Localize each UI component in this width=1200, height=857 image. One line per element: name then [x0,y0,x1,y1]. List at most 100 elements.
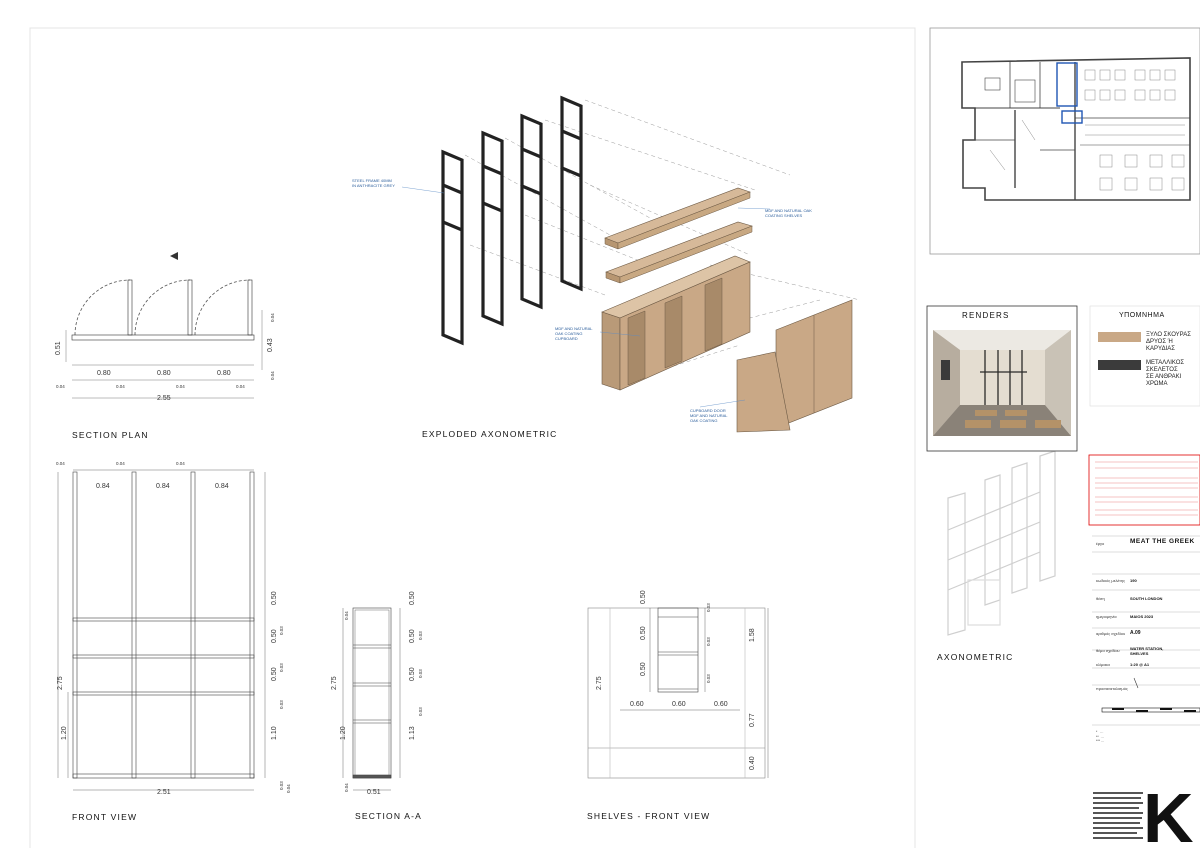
legend-swatch-metal [1098,360,1141,370]
tb-value-2: MAIOS 2023 [1130,614,1154,619]
tb-value-4: WATER STATION, SHELVES [1130,646,1164,656]
sec-w: 0.51 [367,789,381,796]
studio-logo-letter: K [1143,779,1194,857]
sec-r1: 0.50 [409,591,416,605]
sec-s3: 0.03 [418,707,423,716]
main-frame [29,27,916,848]
plan-t2: 0.04 [270,371,275,380]
sec-r4: 1.13 [409,726,416,740]
front-view-label: FRONT VIEW [72,812,138,822]
plan-h2: 0.43 [267,338,274,352]
project-name: MEAT THE GREEK [1130,538,1195,545]
scale-bar [1101,707,1200,713]
front-s2: 0.03 [279,663,284,672]
plan-t1: 0.04 [270,313,275,322]
tb-label-5: κλίμακα [1096,662,1110,667]
shelves-front-drawing [587,607,769,779]
sec-hb: 1.20 [340,726,347,740]
sec-t: 0.04 [344,611,349,620]
exploded-axonometric-drawing [401,95,861,433]
tb-value-5: 1:20 @ A1 [1130,662,1150,667]
front-s3: 0.03 [279,700,284,709]
front-w1: 0.84 [96,483,110,490]
sec-s2: 0.03 [418,669,423,678]
front-w3: 0.84 [215,483,229,490]
front-view-drawing [57,469,266,791]
tb-value-0: 190 [1130,578,1137,583]
front-g1: 0.04 [116,461,125,466]
plan-g2: 0.04 [176,384,185,389]
front-r3: 0.50 [271,667,278,681]
front-w2: 0.84 [156,483,170,490]
north-arrow [1133,677,1139,689]
tb-label-0: κωδικός μελέτης [1096,578,1126,583]
sec-r2: 0.50 [409,629,416,643]
legend-frame [1089,305,1200,407]
front-s1: 0.03 [279,626,284,635]
axonometric-drawing [947,450,1056,636]
tb-label-4: θέμα σχεδίου [1096,648,1120,653]
shelf-r1: 0.50 [640,590,647,604]
plan-g1: 0.04 [116,384,125,389]
front-h: 2.75 [57,676,64,690]
section-aa-drawing [342,607,401,791]
plan-w1: 0.80 [97,370,111,377]
tb-label-6: προσανατολισμός [1096,686,1128,691]
front-r2: 0.50 [271,629,278,643]
sec-s1: 0.03 [418,631,423,640]
title-block-lines [1092,535,1200,726]
front-s5: 0.04 [286,784,291,793]
exploded-axonometric-label: EXPLODED AXONOMETRIC [422,429,558,439]
sec-h: 2.75 [331,676,338,690]
plan-g0: 0.04 [56,384,65,389]
front-g0: 0.04 [56,461,65,466]
shelf-h: 2.75 [596,676,603,690]
shelf-v3: 0.40 [749,756,756,770]
plan-h1: 0.51 [55,341,62,355]
tb-value-1: SOUTH LONDON [1130,596,1163,601]
front-total: 2.51 [157,789,171,796]
tb-label-1: θέση [1096,596,1105,601]
plan-total: 2.55 [157,395,171,402]
sec-r3: 0.50 [409,667,416,681]
front-r4: 1.10 [271,726,278,740]
axonometric-label: AXONOMETRIC [937,652,1014,662]
front-g2: 0.04 [176,461,185,466]
shelf-v1: 1.58 [749,628,756,642]
shelf-r2: 0.50 [640,626,647,640]
front-hb: 1.20 [61,726,68,740]
footnotes: * …** …*** … [1096,730,1105,743]
shelf-w1: 0.60 [630,701,644,708]
section-aa-label: SECTION A-A [355,811,423,821]
section-plan-label: SECTION PLAN [72,430,149,440]
shelf-s2: 0.03 [706,637,711,646]
tb-label-2: ημερομηνία [1096,614,1117,619]
section-plan-drawing [65,252,263,399]
tb-label-3: αριθμός σχεδίου [1096,631,1126,636]
site-plan [961,57,1191,201]
legend-swatch-wood [1098,332,1141,342]
plan-w3: 0.80 [217,370,231,377]
plan-w2: 0.80 [157,370,171,377]
shelf-w3: 0.60 [714,701,728,708]
sec-b: 0.04 [344,783,349,792]
render-image [933,330,1071,436]
project-label: έργο [1096,541,1105,546]
front-r1: 0.50 [271,591,278,605]
shelf-s3: 0.03 [706,674,711,683]
legend-label: ΥΠΟΜΝΗΜΑ [1119,312,1165,319]
shelf-r3: 0.50 [640,662,647,676]
renders-label: RENDERS [962,311,1010,320]
notes-frame [1088,454,1200,526]
shelf-v2: 0.77 [749,713,756,727]
plan-g3: 0.04 [236,384,245,389]
